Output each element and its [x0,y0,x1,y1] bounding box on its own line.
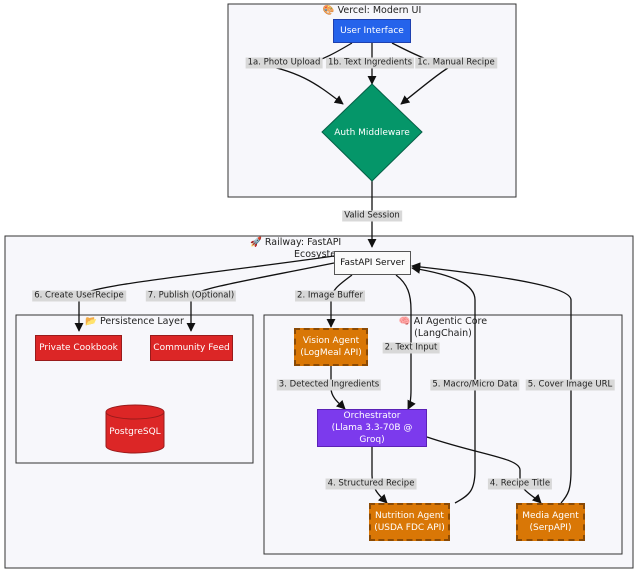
node-vision-agent[interactable]: Vision Agent (LogMeal API) [294,328,368,366]
edge-label-recipe-title: 4. Recipe Title [487,478,553,490]
node-auth-middleware[interactable]: Auth Middleware [334,127,410,138]
node-community-feed[interactable]: Community Feed [150,335,233,361]
edge-label-macro-micro: 5. Macro/Micro Data [430,379,520,391]
node-orchestrator[interactable]: Orchestrator (Llama 3.3-70B @ Groq) [317,409,427,447]
edge-label-text-input: 2. Text Input [382,342,440,354]
folder-icon: 📂 [85,316,97,327]
node-fastapi-server[interactable]: FastAPI Server [334,251,411,275]
edge-label-cover-image: 5. Cover Image URL [525,379,615,391]
edge-label-create-user-recipe: 6. Create UserRecipe [32,290,126,302]
node-media-agent[interactable]: Media Agent (SerpAPI) [516,503,585,541]
edge-recipe-title [426,436,542,504]
edge-label-text-ingredients: 1b. Text Ingredients [325,57,415,69]
node-private-cookbook[interactable]: Private Cookbook [35,335,122,361]
edge-label-image-buffer: 2. Image Buffer [295,290,365,302]
edge-macro-micro [411,264,476,504]
node-auth-diamond [321,83,423,182]
edge-label-detected-ingredients: 3. Detected Ingredients [276,379,382,391]
palette-icon: 🎨 [322,5,335,16]
brain-icon: 🧠 [398,316,411,327]
persistence-cluster-title: 📂 Persistence Layer [85,316,184,327]
node-postgresql[interactable]: PostgreSQL [109,427,161,437]
edge-label-structured-recipe: 4. Structured Recipe [325,478,417,490]
edge-cover-image [411,262,572,504]
node-nutrition-agent[interactable]: Nutrition Agent (USDA FDC API) [369,503,450,541]
railway-cluster-title: 🚀 Railway: FastAPI Ecosystem [250,237,346,260]
node-user-interface[interactable]: User Interface [333,19,411,43]
edge-structured-recipe [371,447,388,504]
vercel-cluster-title: 🎨 Vercel: Modern UI [322,5,422,16]
edge-label-publish: 7. Publish (Optional) [145,290,237,302]
rocket-icon: 🚀 [250,237,262,248]
ai-core-cluster-title: 🧠 AI Agentic Core (LangChain) [398,316,488,339]
edge-label-valid-session: Valid Session [342,210,402,222]
node-postgres-cylinder [105,404,165,454]
edge-label-photo-upload: 1a. Photo Upload [245,57,323,69]
edge-label-manual-recipe: 1c. Manual Recipe [415,57,497,69]
